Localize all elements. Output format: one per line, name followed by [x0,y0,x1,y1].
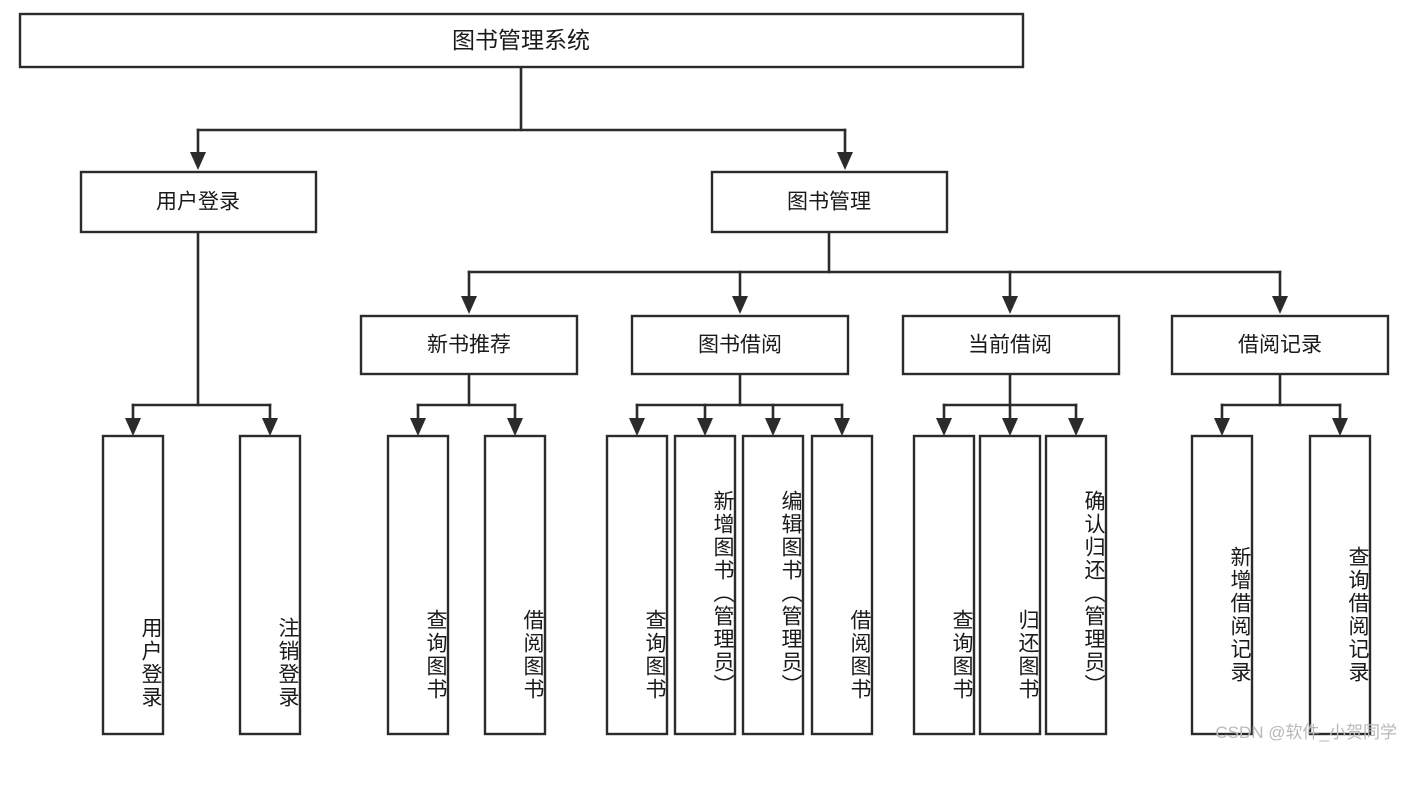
leaf-box-current-borrow-2[interactable] [1044,434,1108,736]
node-book-borrow[interactable] [630,314,850,376]
leaf-box-current-borrow-1[interactable] [978,434,1042,736]
node-new-book-recommend-label: 新书推荐 [427,334,511,357]
node-current-borrow-label: 当前借阅 [968,334,1052,357]
leaf-box-borrow-record-1[interactable] [1308,434,1372,736]
leaf-box-current-borrow-0[interactable] [912,434,976,736]
leaf-box-book-borrow-2[interactable] [741,434,805,736]
node-borrow-record-label: 借阅记录 [1238,334,1322,357]
leaf-box-user-login-1[interactable] [238,434,302,736]
leaf-box-book-borrow-1[interactable] [673,434,737,736]
node-book-manage[interactable] [710,170,949,234]
node-root[interactable] [18,12,1025,69]
leaf-box-new-book-0[interactable] [386,434,450,736]
watermark-text: CSDN @软件_小贺同学 [1215,723,1397,742]
arrows-level3 [461,296,1288,314]
leaf-box-new-book-1[interactable] [483,434,547,736]
node-current-borrow[interactable] [901,314,1121,376]
connector-group-root [196,65,847,154]
node-book-manage-label: 图书管理 [787,191,871,214]
node-new-book-recommend[interactable] [359,314,579,376]
arrow-to-book-manage [837,152,853,170]
connector-group-borrow-record [1214,372,1348,436]
node-book-borrow-label: 图书借阅 [698,334,782,357]
leaf-box-user-login-0[interactable] [101,434,165,736]
connector-group-new-book [410,372,523,436]
node-root-label: 图书管理系统 [452,27,590,53]
diagram-canvas: 图书管理系统 用户登录 图书管理 新书推荐 图书借阅 当前借阅 借阅记录 用户登… [18,12,1397,742]
connector-group-current-borrow [936,372,1084,436]
node-user-login[interactable] [79,170,318,234]
connector-group-book-manage [467,230,1282,298]
leaf-box-borrow-record-0[interactable] [1190,434,1254,736]
leaf-box-book-borrow-3[interactable] [810,434,874,736]
connector-group-user-login [125,230,278,436]
node-user-login-label: 用户登录 [156,191,240,214]
leaf-box-book-borrow-0[interactable] [605,434,669,736]
connector-group-book-borrow [629,372,850,436]
arrow-to-user-login [190,152,206,170]
hierarchy-tree-svg: 图书管理系统 用户登录 图书管理 新书推荐 图书借阅 当前借阅 借阅记录 [18,12,1390,736]
node-borrow-record[interactable] [1170,314,1390,376]
